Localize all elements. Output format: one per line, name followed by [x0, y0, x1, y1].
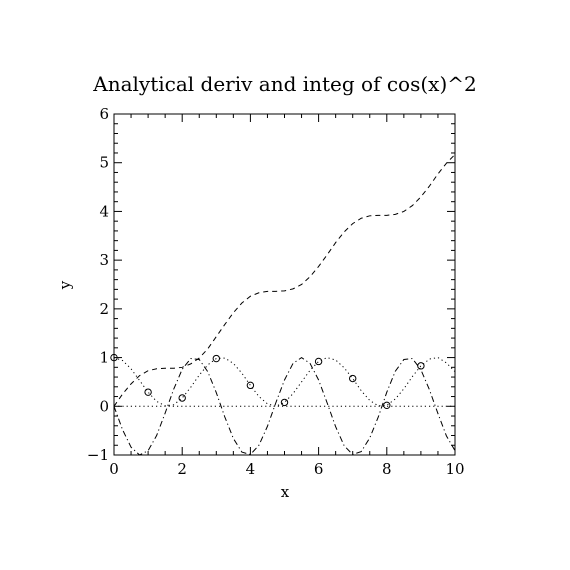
y-tick-label: 6 [99, 105, 109, 123]
x-tick-label: 0 [109, 460, 119, 478]
x-tick-label: 8 [382, 460, 392, 478]
data-point-circle [144, 388, 152, 396]
y-tick-label: 4 [99, 202, 109, 220]
x-tick-label: 4 [246, 460, 256, 478]
data-point-circle [383, 401, 391, 410]
y-tick-label: 3 [99, 251, 109, 269]
x-axis-label: x [281, 483, 290, 501]
series-layer [110, 154, 456, 456]
y-tick-label: 5 [99, 154, 109, 172]
x-tick-label: 10 [445, 460, 464, 478]
x-axis: 0 2 4 6 8 10 [109, 114, 465, 478]
data-point-circle [110, 353, 118, 362]
series-dashed-line [113, 154, 456, 407]
y-tick-label: 1 [99, 349, 109, 367]
y-axis: −1 0 1 2 3 4 5 6 [87, 105, 455, 464]
data-point-circle [246, 381, 255, 390]
series-dash-dot-line [113, 356, 456, 456]
x-tick-label: 6 [314, 460, 324, 478]
y-tick-label: −1 [87, 446, 109, 464]
data-point-circle [314, 357, 323, 366]
chart-title: Analytical deriv and integ of cos(x)^2 [92, 72, 476, 96]
y-tick-label: 2 [99, 300, 109, 318]
data-point-circle [178, 394, 186, 402]
y-axis-label: y [56, 280, 74, 290]
data-point-circle [349, 374, 357, 383]
data-point-circle [280, 398, 289, 407]
y-tick-label: 0 [99, 397, 109, 415]
x-tick-label: 2 [177, 460, 187, 478]
data-point-circle [417, 362, 425, 370]
plot-frame [113, 113, 456, 456]
